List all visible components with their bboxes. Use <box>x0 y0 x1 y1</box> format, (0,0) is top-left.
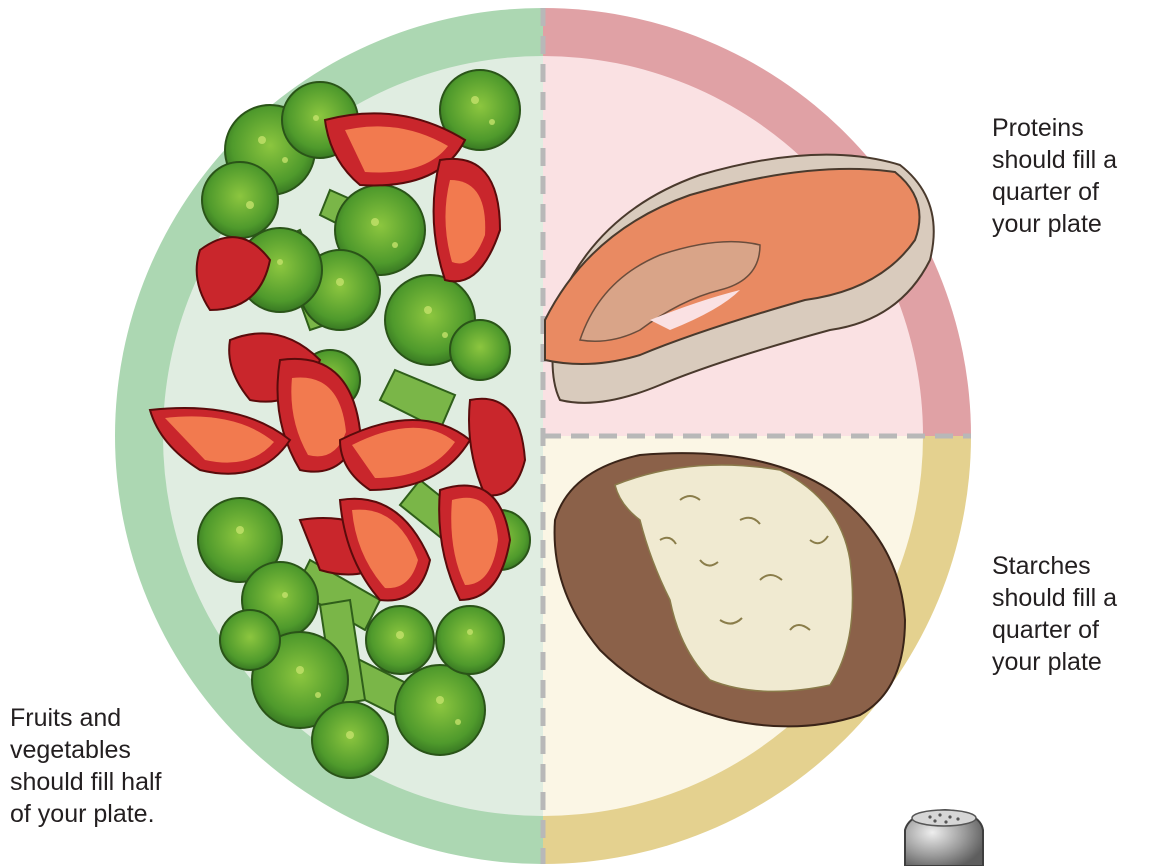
proteins-label-line-3: quarter of <box>992 176 1117 208</box>
proteins-label: Proteins should fill a quarter of your p… <box>992 112 1117 240</box>
starches-label-line-1: Starches <box>992 550 1117 582</box>
proteins-label-line-4: your plate <box>992 208 1117 240</box>
vegetables-label-line-1: Fruits and <box>10 702 161 734</box>
starches-label-line-2: should fill a <box>992 582 1117 614</box>
vegetables-label: Fruits and vegetables should fill half o… <box>10 702 161 830</box>
proteins-label-line-2: should fill a <box>992 144 1117 176</box>
starches-label-line-4: your plate <box>992 646 1117 678</box>
salt-shaker-icon <box>905 810 983 866</box>
vegetables-label-line-3: should fill half <box>10 766 161 798</box>
starches-label: Starches should fill a quarter of your p… <box>992 550 1117 678</box>
vegetables-label-line-2: vegetables <box>10 734 161 766</box>
proteins-label-line-1: Proteins <box>992 112 1117 144</box>
vegetables-label-line-4: of your plate. <box>10 798 161 830</box>
starches-label-line-3: quarter of <box>992 614 1117 646</box>
